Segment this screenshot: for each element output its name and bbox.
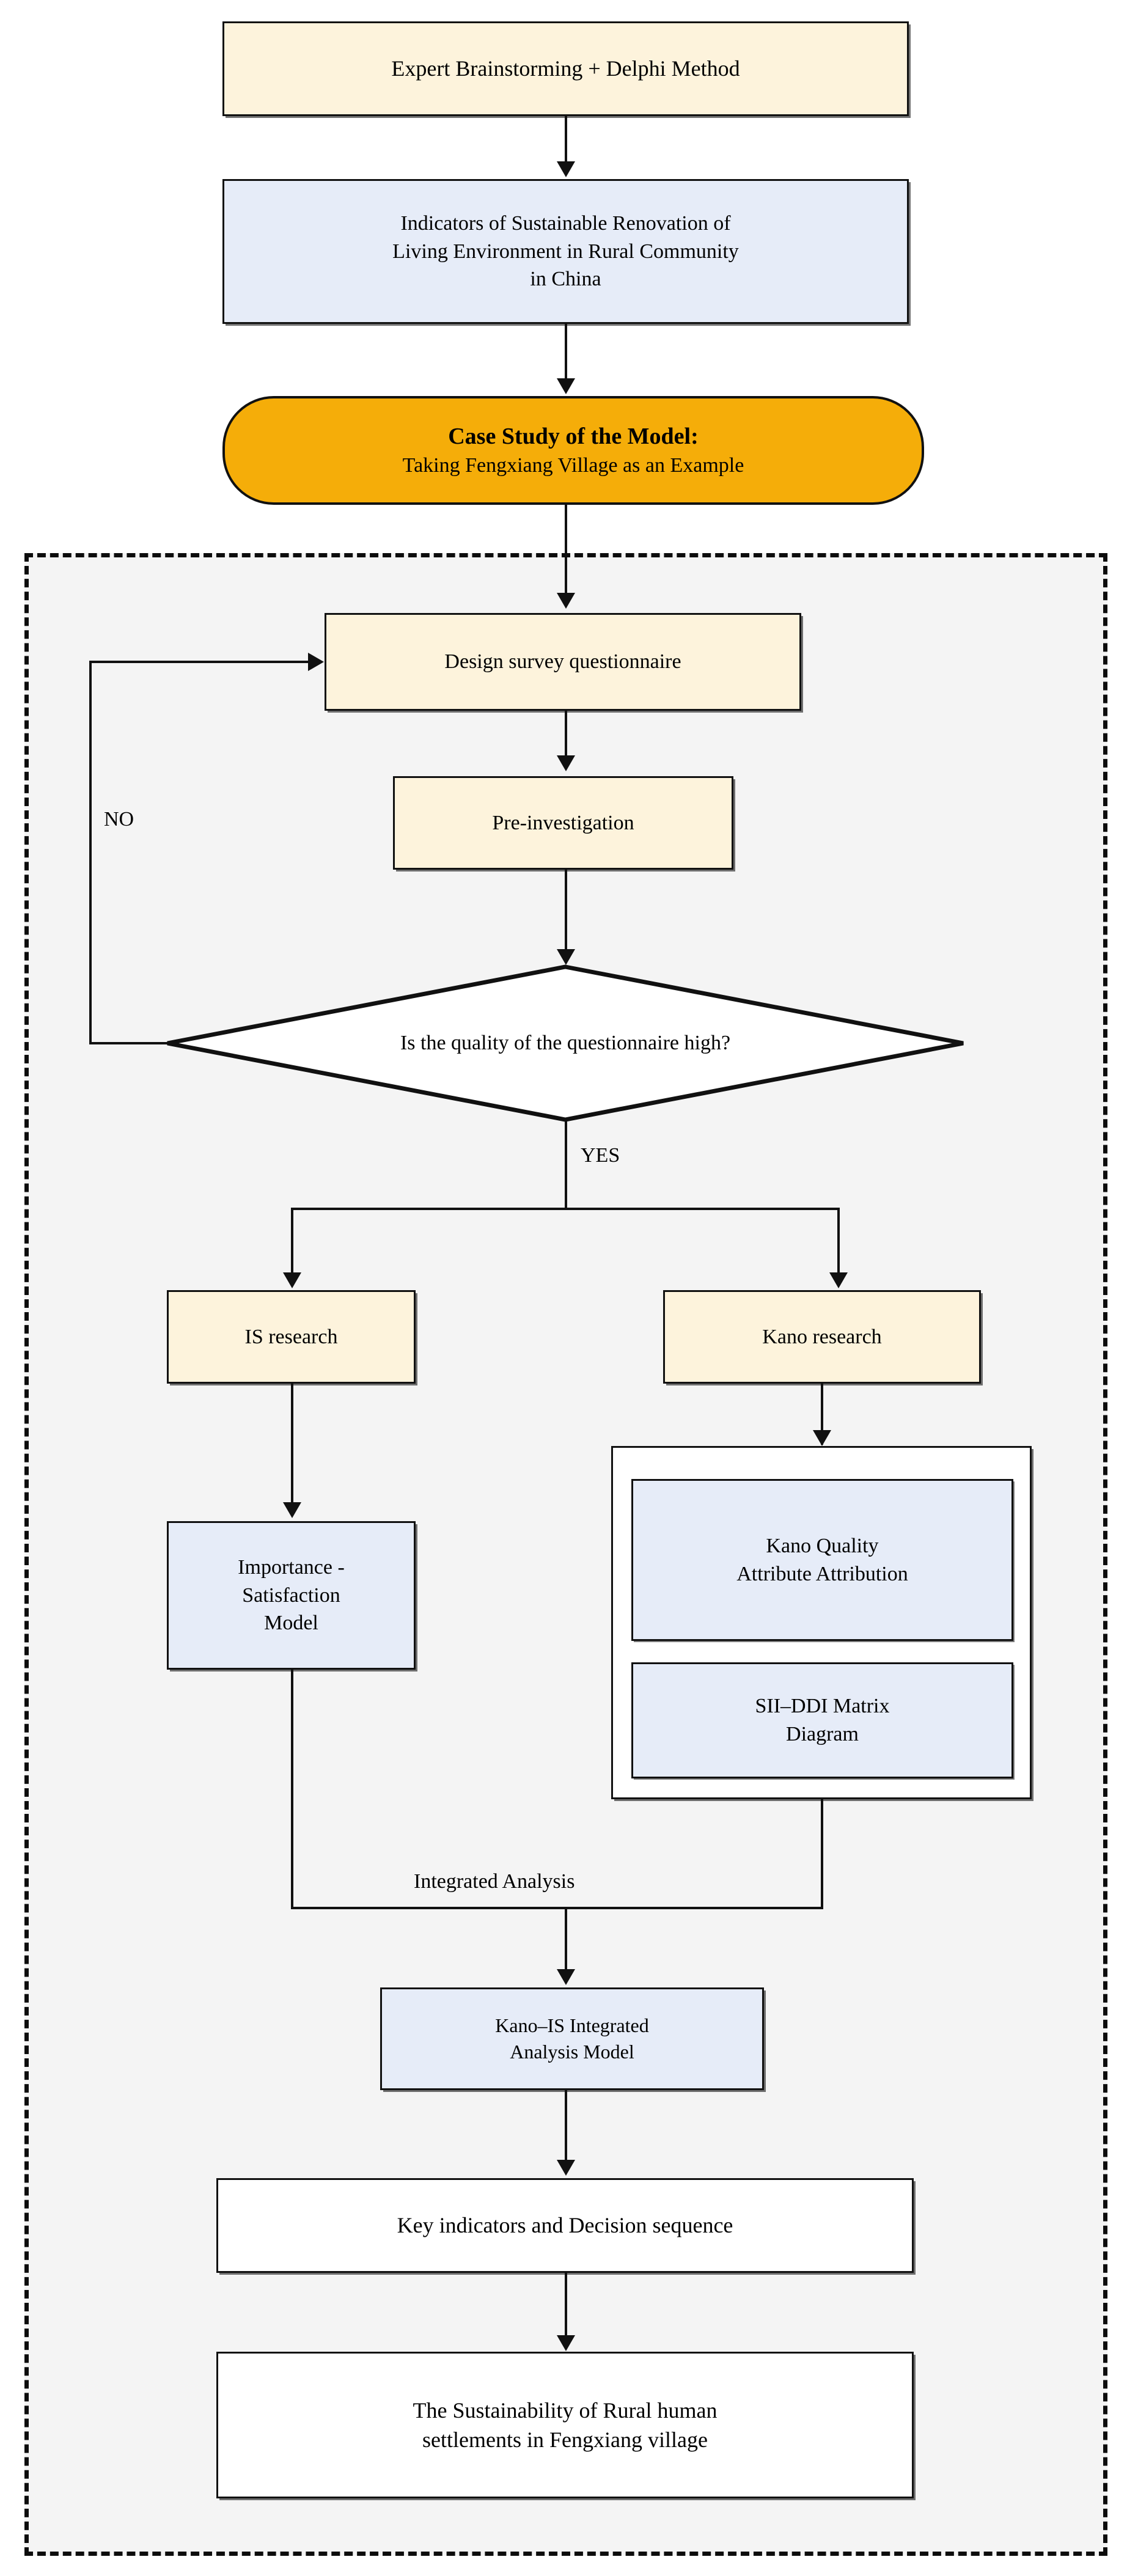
arrowhead-design-to-pre-investigation bbox=[557, 755, 575, 771]
connector-split-to-kano-research bbox=[837, 1208, 840, 1276]
node-design-survey-label: Design survey questionnaire bbox=[444, 650, 681, 673]
connector-split-to-is-research bbox=[291, 1208, 293, 1276]
node-is-research-label: IS research bbox=[244, 1325, 338, 1348]
node-kano-is-line1: Kano–IS Integrated bbox=[495, 2014, 649, 2037]
node-kano-quality-line1: Kano Quality bbox=[766, 1534, 879, 1557]
node-indicators-line2: Living Environment in Rural Community bbox=[392, 240, 739, 263]
arrowhead-is-research-to-importance bbox=[283, 1502, 301, 1518]
node-kano-research[interactable]: Kano research bbox=[663, 1290, 981, 1384]
arrowhead-indicators-to-case-study bbox=[557, 378, 575, 394]
connector-no-horizontal-from-diamond bbox=[89, 1042, 169, 1044]
node-kano-is-integrated-analysis-model[interactable]: Kano–IS Integrated Analysis Model bbox=[380, 1987, 764, 2090]
arrowhead-split-to-is-research bbox=[283, 1272, 301, 1288]
arrowhead-kano-is-to-key-indicators bbox=[557, 2160, 575, 2176]
arrowhead-merge-to-kano-is-model bbox=[557, 1969, 575, 1985]
edge-label-no: NO bbox=[104, 808, 134, 831]
arrowhead-pre-investigation-to-decision bbox=[557, 949, 575, 965]
connector-yes-split-horizontal bbox=[291, 1208, 840, 1210]
node-importance-line1: Importance - bbox=[238, 1556, 345, 1579]
node-key-indicators-label: Key indicators and Decision sequence bbox=[397, 2213, 733, 2238]
arrowhead-kano-research-to-group bbox=[813, 1430, 831, 1446]
node-expert-brainstorming[interactable]: Expert Brainstorming + Delphi Method bbox=[222, 21, 909, 116]
node-kano-quality-attribute-attribution[interactable]: Kano Quality Attribute Attribution bbox=[631, 1479, 1013, 1641]
connector-is-research-to-importance bbox=[291, 1384, 293, 1506]
connector-yes-vertical bbox=[565, 1120, 567, 1210]
node-sustainability-line1: The Sustainability of Rural human bbox=[413, 2398, 718, 2423]
arrowhead-expert-to-indicators bbox=[557, 161, 575, 177]
node-design-survey[interactable]: Design survey questionnaire bbox=[325, 613, 801, 711]
connector-kano-research-to-group bbox=[821, 1384, 823, 1445]
node-kano-research-label: Kano research bbox=[762, 1325, 882, 1348]
connector-indicators-to-case-study bbox=[565, 324, 567, 382]
node-key-indicators-decision-sequence[interactable]: Key indicators and Decision sequence bbox=[216, 2178, 914, 2273]
connector-merge-to-kano-is-model bbox=[565, 1907, 567, 1974]
diamond-shape bbox=[167, 964, 964, 1122]
node-sii-ddi-line1: SII–DDI Matrix bbox=[755, 1695, 890, 1718]
connector-kano-is-to-key-indicators bbox=[565, 2090, 567, 2165]
node-sii-ddi-matrix-diagram[interactable]: SII–DDI Matrix Diagram bbox=[631, 1662, 1013, 1778]
node-sii-ddi-line2: Diagram bbox=[786, 1723, 859, 1745]
connector-kano-group-down bbox=[821, 1799, 823, 1908]
node-indicators-line3: in China bbox=[530, 268, 601, 291]
node-kano-quality-line2: Attribute Attribution bbox=[736, 1562, 908, 1585]
connector-key-indicators-to-sustainability bbox=[565, 2273, 567, 2340]
node-importance-satisfaction-model[interactable]: Importance - Satisfaction Model bbox=[167, 1521, 416, 1670]
node-sustainability-line2: settlements in Fengxiang village bbox=[422, 2427, 708, 2452]
edge-label-yes: YES bbox=[581, 1144, 620, 1167]
arrowhead-case-study-to-design-survey-inner bbox=[557, 593, 575, 609]
node-case-study-line1: Case Study of the Model: bbox=[448, 424, 699, 450]
node-kano-is-line2: Analysis Model bbox=[510, 2041, 634, 2063]
node-pre-investigation-label: Pre-investigation bbox=[492, 811, 634, 834]
connector-pre-investigation-to-decision bbox=[565, 870, 567, 955]
node-indicators-line1: Indicators of Sustainable Renovation of bbox=[400, 212, 731, 235]
edge-label-integrated-analysis: Integrated Analysis bbox=[414, 1870, 575, 1893]
node-sustainability-rural-settlements[interactable]: The Sustainability of Rural human settle… bbox=[216, 2352, 914, 2498]
node-case-study[interactable]: Case Study of the Model: Taking Fengxian… bbox=[222, 396, 924, 505]
connector-case-study-to-design-survey bbox=[565, 505, 567, 596]
node-is-research[interactable]: IS research bbox=[167, 1290, 416, 1384]
node-expert-brainstorming-label: Expert Brainstorming + Delphi Method bbox=[391, 56, 740, 81]
connector-no-vertical bbox=[89, 661, 92, 1044]
node-indicators[interactable]: Indicators of Sustainable Renovation of … bbox=[222, 179, 909, 324]
node-decision-questionnaire-quality[interactable]: Is the quality of the questionnaire high… bbox=[165, 964, 966, 1122]
connector-importance-down bbox=[291, 1670, 293, 1908]
connector-expert-to-indicators bbox=[565, 116, 567, 165]
connector-merge-horizontal bbox=[291, 1907, 823, 1909]
node-importance-line2: Satisfaction bbox=[242, 1583, 340, 1607]
connector-design-to-pre-investigation bbox=[565, 711, 567, 758]
connector-no-horizontal-to-design bbox=[89, 661, 309, 663]
arrowhead-key-indicators-to-sustainability bbox=[557, 2335, 575, 2351]
node-case-study-line2: Taking Fengxiang Village as an Example bbox=[402, 453, 744, 477]
connector-case-study-to-design-survey-inner bbox=[565, 554, 567, 596]
node-pre-investigation[interactable]: Pre-investigation bbox=[393, 776, 733, 870]
arrowhead-split-to-kano-research bbox=[829, 1272, 848, 1288]
node-importance-line3: Model bbox=[264, 1612, 318, 1635]
arrowhead-no-to-design-survey bbox=[308, 653, 324, 671]
